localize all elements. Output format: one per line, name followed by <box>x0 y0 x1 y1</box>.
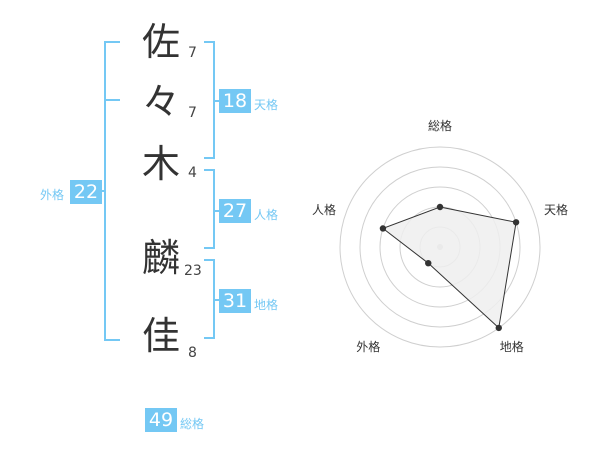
jinkaku-label: 人格 <box>254 208 279 222</box>
name-char-2: 々 <box>141 80 180 124</box>
radar-axis-label: 地格 <box>499 339 524 354</box>
name-char-4: 麟 <box>141 236 180 280</box>
stroke-count-3: 4 <box>188 165 197 181</box>
radar-series-polygon <box>381 206 517 329</box>
name-char-3: 木 <box>141 142 180 186</box>
stroke-count-4: 23 <box>184 263 202 279</box>
radar-point-人格 <box>379 225 387 232</box>
radar-axis-label: 人格 <box>311 203 336 218</box>
gaikaku-label: 外格 <box>40 188 65 202</box>
radar-ring-4 <box>359 166 521 328</box>
jinkaku-value: 27 <box>219 199 251 223</box>
gaikaku-value: 22 <box>70 180 102 204</box>
name-char-5: 佳 <box>141 314 180 358</box>
stroke-count-5: 8 <box>188 345 197 361</box>
stroke-count-1: 7 <box>188 45 197 61</box>
tenkaku-label: 天格 <box>254 98 279 112</box>
tenkaku-value: 18 <box>219 89 251 113</box>
radar-point-総格 <box>436 203 444 211</box>
radar-point-地格 <box>495 324 502 332</box>
radar-point-天格 <box>512 219 520 226</box>
name-char-1: 佐 <box>141 20 180 64</box>
stroke-count-2: 7 <box>188 105 197 121</box>
radar-axis-label: 総格 <box>428 119 453 133</box>
radar-point-外格 <box>425 259 432 267</box>
radar-axis-label: 天格 <box>544 203 569 218</box>
jinkaku-bracket <box>204 169 215 249</box>
radar-ring-5 <box>339 146 541 348</box>
chikaku-value: 31 <box>219 289 251 313</box>
soukaku-value: 49 <box>145 408 177 432</box>
chikaku-label: 地格 <box>254 298 279 312</box>
radar-axis-label: 外格 <box>356 339 381 354</box>
soukaku-label: 総格 <box>180 417 205 431</box>
